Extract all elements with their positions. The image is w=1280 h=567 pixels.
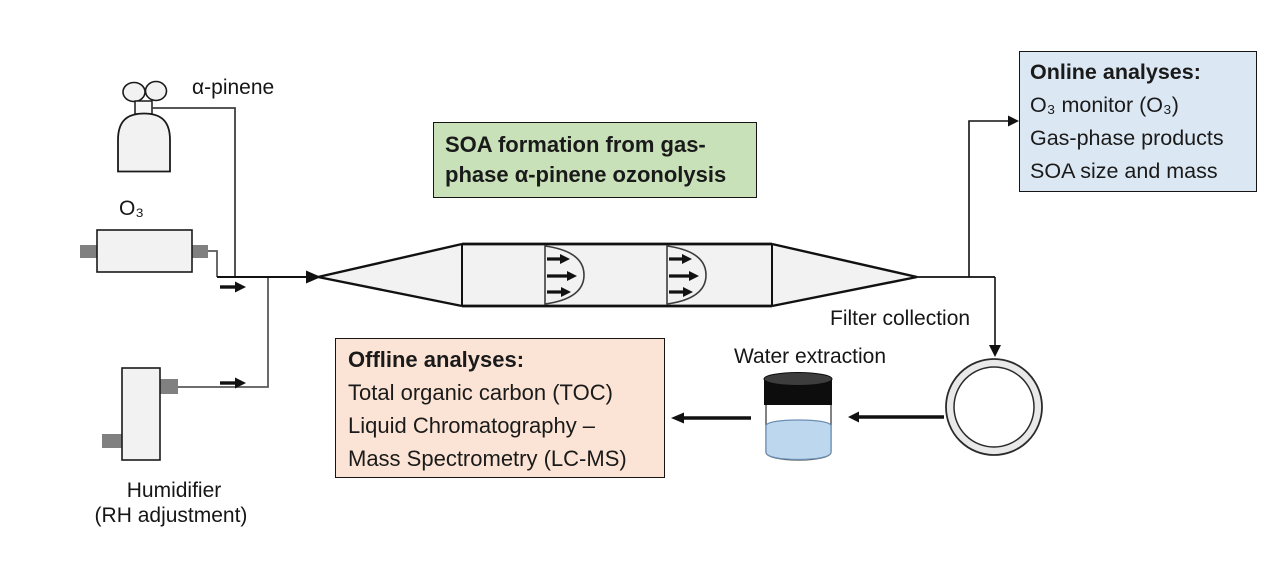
- humidifier-label: Humidifier: [126, 479, 222, 502]
- banner-line: phase α-pinene ozonolysis: [445, 162, 727, 187]
- gas-cylinder-icon: [117, 80, 171, 173]
- filter-arrow-icon: [989, 345, 1001, 357]
- ozone-pipe: [208, 250, 218, 277]
- water-extraction-label: Water extraction: [733, 345, 887, 368]
- humidifier-icon: [102, 367, 178, 461]
- offline-analyses-item: Liquid Chromatography –: [348, 413, 596, 438]
- online-analyses-item: SOA size and mass: [1030, 159, 1218, 183]
- offline-analyses-item: Mass Spectrometry (LC-MS): [348, 446, 627, 471]
- humidifier-pipe: [178, 277, 269, 388]
- offline-analyses-title: Offline analyses:: [348, 347, 525, 372]
- ozone-generator-icon: [80, 229, 208, 273]
- filter-to-jar-arrow-icon: [848, 411, 944, 423]
- filter-ring-icon: [945, 358, 1043, 456]
- online-analyses-title: Online analyses:: [1030, 60, 1201, 84]
- flow-profile-icon: [544, 245, 585, 305]
- jar-to-offline-arrow-icon: [671, 412, 751, 424]
- alpha-pinene-pipe: [152, 107, 236, 276]
- extraction-jar-icon: [763, 372, 833, 461]
- flow-profile-icon: [666, 245, 707, 305]
- reactor-inlet-arrow-icon: [306, 270, 321, 284]
- filter-collection-label: Filter collection: [830, 307, 971, 330]
- flow-tube-reactor-icon: [317, 242, 918, 308]
- flow-direction-arrow-icon: [220, 281, 246, 293]
- online-analyses-item: O₃ monitor (O₃): [1030, 93, 1179, 117]
- online-arrow-icon: [1008, 115, 1019, 127]
- alpha-pinene-label: α-pinene: [192, 76, 275, 99]
- ozone-generator-label: O₃: [119, 197, 144, 220]
- soa-formation-banner: SOA formation from gas- phase α-pinene o…: [433, 122, 757, 198]
- offline-analyses-item: Total organic carbon (TOC): [348, 380, 613, 405]
- online-analyses-item: Gas-phase products: [1030, 126, 1224, 150]
- flow-direction-arrow-icon: [220, 377, 246, 389]
- banner-line: SOA formation from gas-: [445, 132, 706, 157]
- online-pipe: [968, 120, 1009, 277]
- offline-analyses-box: Offline analyses: Total organic carbon (…: [335, 338, 665, 478]
- online-analyses-box: Online analyses: O₃ monitor (O₃) Gas-pha…: [1019, 51, 1257, 192]
- humidifier-sublabel: (RH adjustment): [94, 504, 248, 527]
